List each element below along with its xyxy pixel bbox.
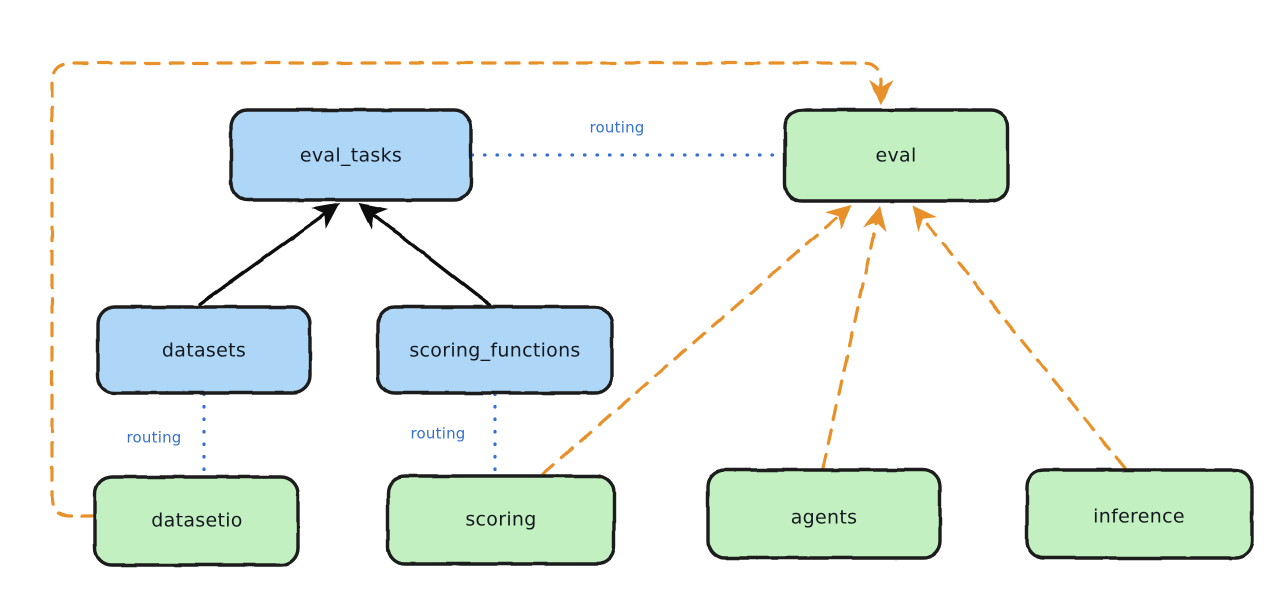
edge-scoring-to-eval <box>541 204 852 476</box>
node-label-eval-tasks: eval_tasks <box>300 145 402 167</box>
node-label-datasets: datasets <box>162 340 246 362</box>
node-datasetio[interactable]: datasetio <box>93 475 300 567</box>
edge-scoring-functions-to-eval-tasks <box>358 202 492 307</box>
node-eval[interactable]: eval <box>783 108 1010 203</box>
edge-label-layer: routing routing routing <box>127 119 645 447</box>
edge-datasetio-to-eval <box>50 61 893 518</box>
node-datasets[interactable]: datasets <box>96 305 312 395</box>
node-scoring-functions[interactable]: scoring_functions <box>376 305 614 395</box>
node-label-agents: agents <box>791 507 858 529</box>
edge-layer <box>50 61 1127 518</box>
edge-datasets-to-eval-tasks <box>198 203 341 306</box>
node-label-inference: inference <box>1093 506 1185 528</box>
node-eval-tasks[interactable]: eval_tasks <box>229 108 473 202</box>
edge-label-routing-eval: routing <box>590 119 645 137</box>
node-agents[interactable]: agents <box>706 468 942 560</box>
node-inference[interactable]: inference <box>1025 468 1254 560</box>
node-label-scoring-functions: scoring_functions <box>409 340 580 362</box>
node-layer: eval_tasks eval datasets scoring_functio… <box>93 108 1254 567</box>
node-label-scoring: scoring <box>465 509 536 531</box>
node-label-eval: eval <box>875 145 916 167</box>
node-label-datasetio: datasetio <box>151 510 242 532</box>
edge-label-routing-scoring: routing <box>411 425 466 443</box>
node-scoring[interactable]: scoring <box>386 474 616 566</box>
edge-label-routing-datasetio: routing <box>127 429 182 447</box>
edge-agents-to-eval <box>821 205 887 470</box>
edge-inference-to-eval <box>911 205 1127 470</box>
